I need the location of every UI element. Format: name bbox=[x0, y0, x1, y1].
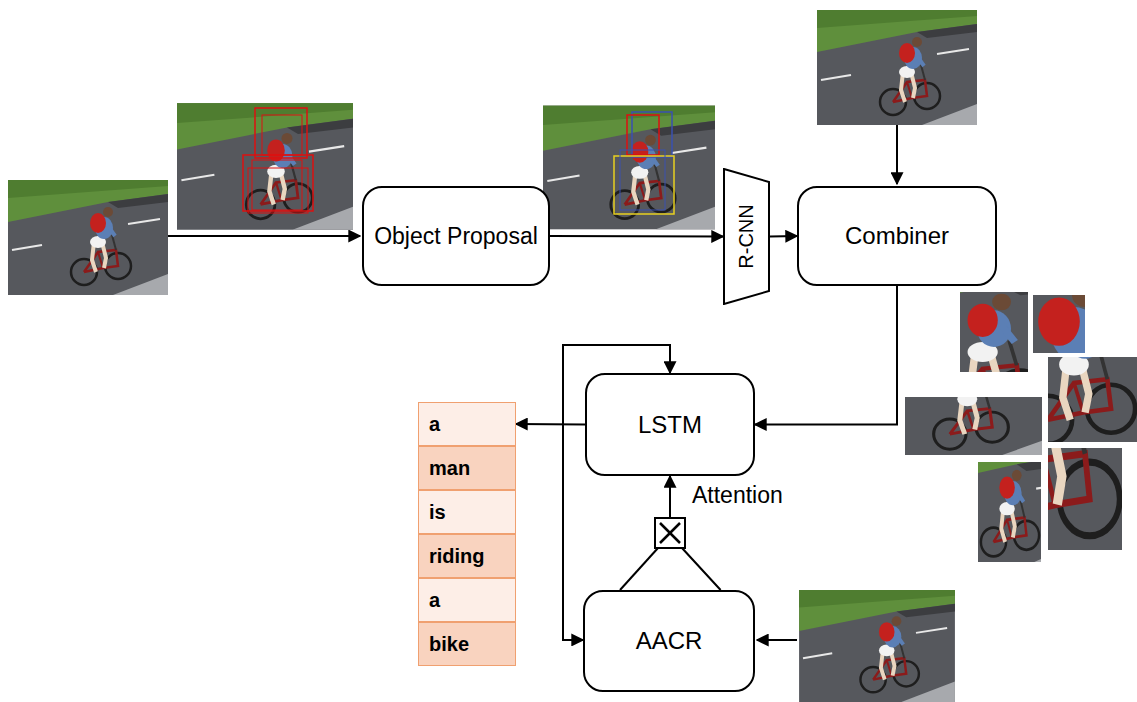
node-label: riding bbox=[429, 545, 485, 568]
word-cell: a bbox=[418, 402, 516, 446]
input-arrow bbox=[168, 235, 360, 237]
node-label: Object Proposal bbox=[374, 223, 538, 250]
flow-arrow bbox=[550, 235, 723, 238]
word-cell: bike bbox=[418, 622, 516, 666]
rcnn-trapezoid: R-CNN bbox=[723, 168, 770, 305]
node-label: man bbox=[429, 457, 470, 480]
edge-label: Attention bbox=[690, 482, 785, 509]
node-label: AACR bbox=[636, 627, 703, 655]
attention-line bbox=[620, 548, 658, 590]
aacr-photo bbox=[799, 590, 955, 702]
process-box: AACR bbox=[583, 590, 755, 692]
word-cell: is bbox=[418, 490, 516, 534]
word-cell: a bbox=[418, 578, 516, 622]
node-label: Combiner bbox=[845, 222, 949, 250]
aacr-input-arrow bbox=[757, 639, 797, 641]
detection-photo bbox=[543, 106, 715, 230]
process-box: Object Proposal bbox=[362, 186, 550, 286]
reference-arrow bbox=[896, 125, 898, 184]
node-label: R-CNN bbox=[735, 204, 758, 268]
reference-photo bbox=[817, 10, 977, 125]
flow-arrow bbox=[770, 235, 797, 238]
node-label: a bbox=[429, 589, 440, 612]
process-box: LSTM bbox=[585, 373, 755, 476]
proposal-photo bbox=[177, 103, 353, 230]
word-cell: riding bbox=[418, 534, 516, 578]
flow-arrow bbox=[755, 286, 897, 425]
flow-arrow bbox=[516, 423, 585, 426]
node-label: is bbox=[429, 501, 446, 524]
word-cell: man bbox=[418, 446, 516, 490]
node-label: a bbox=[429, 413, 440, 436]
node-label: LSTM bbox=[638, 411, 702, 439]
input-photo bbox=[8, 180, 168, 295]
process-box: Combiner bbox=[797, 186, 997, 286]
multiply-symbol bbox=[655, 518, 685, 548]
node-label: bike bbox=[429, 633, 469, 656]
